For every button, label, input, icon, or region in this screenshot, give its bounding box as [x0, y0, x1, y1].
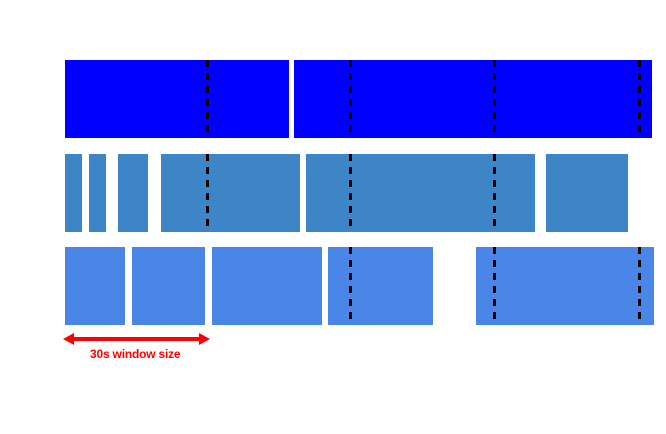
window-size-label: 30s window size	[90, 347, 181, 361]
activity-bar	[546, 154, 628, 232]
window-boundary-line	[492, 247, 496, 325]
stream-row-2	[0, 154, 666, 232]
activity-bar	[306, 154, 535, 232]
activity-bar	[132, 247, 205, 325]
window-boundary-line	[348, 247, 352, 325]
arrow-left-head-icon	[63, 333, 74, 345]
activity-bar	[65, 247, 125, 325]
window-boundary-line	[492, 154, 496, 232]
activity-bar	[118, 154, 148, 232]
activity-bar	[476, 247, 654, 325]
activity-bar	[212, 247, 322, 325]
activity-bar	[294, 60, 652, 138]
window-boundary-line	[637, 60, 641, 138]
activity-bar	[65, 154, 82, 232]
activity-bar	[89, 154, 106, 232]
window-boundary-line	[205, 60, 209, 138]
window-boundary-line	[637, 247, 641, 325]
arrow-shaft	[70, 337, 203, 341]
arrow-right-head-icon	[199, 333, 210, 345]
activity-bar	[161, 154, 300, 232]
stream-row-1	[0, 60, 666, 138]
activity-bar	[328, 247, 433, 325]
window-boundary-line	[348, 154, 352, 232]
stream-row-3	[0, 247, 666, 325]
window-boundary-line	[348, 60, 352, 138]
activity-bar	[65, 60, 289, 138]
window-boundary-line	[205, 154, 209, 232]
window-boundary-line	[492, 60, 496, 138]
window-size-arrow	[63, 333, 210, 345]
